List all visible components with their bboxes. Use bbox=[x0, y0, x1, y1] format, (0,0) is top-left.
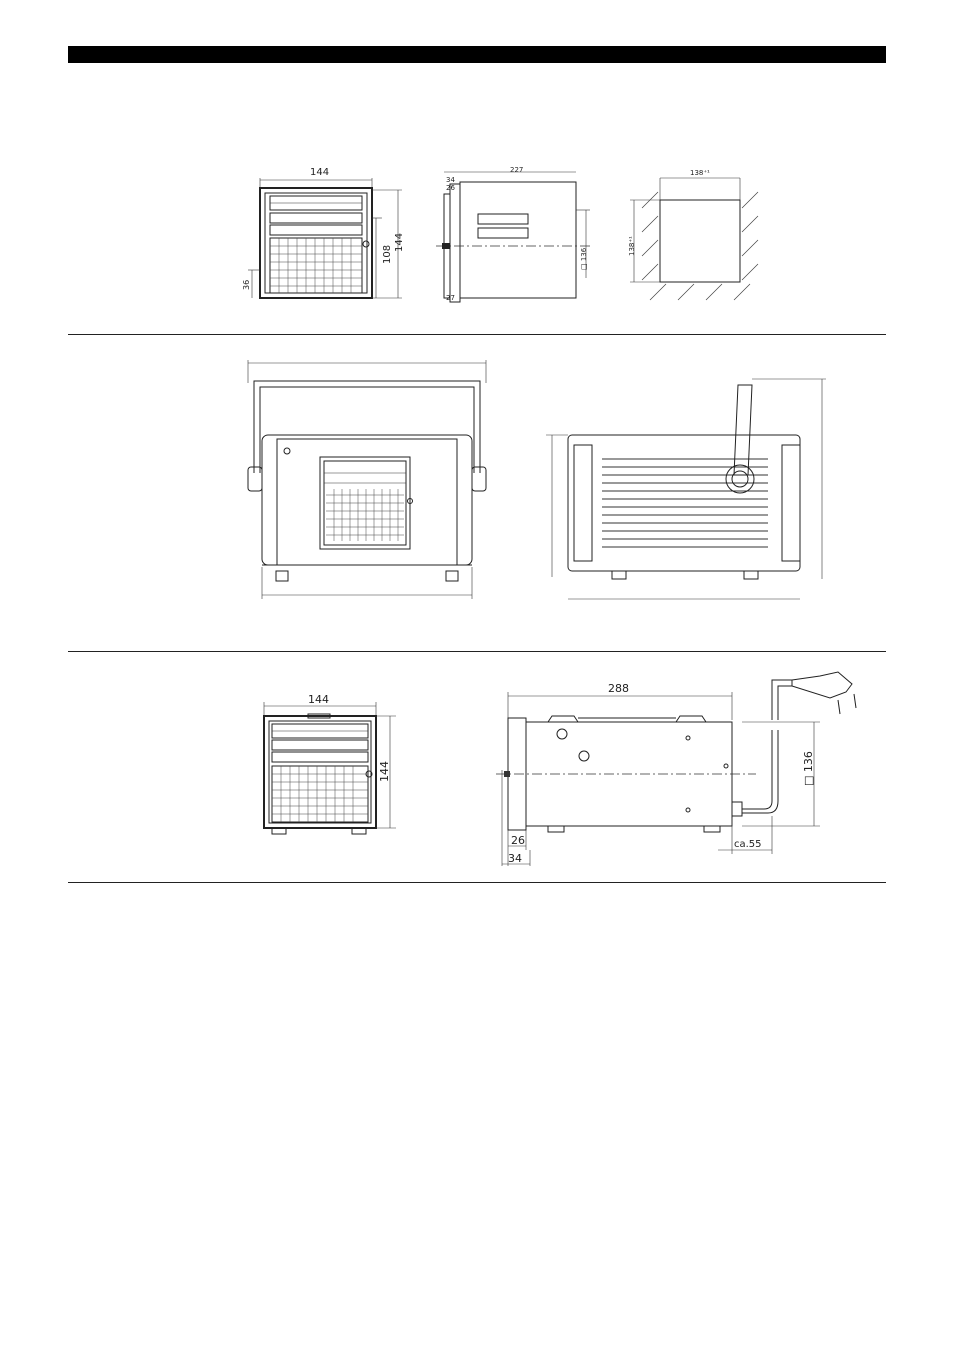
side-view: 227 34 26 □ 136 27 bbox=[436, 166, 590, 302]
cutout-height-label: 138⁺¹ bbox=[628, 236, 636, 256]
section-divider-2 bbox=[68, 651, 886, 652]
dim-34-label: 34 bbox=[508, 852, 522, 865]
front-view: 144 108 144 36 bbox=[242, 167, 405, 298]
desktop-side-view: 288 □ 136 26 34 ca. bbox=[496, 672, 856, 866]
header-bar bbox=[68, 46, 886, 63]
desktop-front-width-label: 144 bbox=[308, 693, 329, 706]
desktop-length-label: 288 bbox=[608, 682, 629, 695]
inner-height-label: 108 bbox=[382, 245, 393, 264]
panel-mount-drawings: 144 108 144 36 227 34 26 bbox=[230, 160, 790, 310]
case-front-view bbox=[248, 360, 486, 599]
case-side-view bbox=[546, 379, 826, 599]
panel-cutout: 138⁺¹ 138⁺¹ bbox=[628, 169, 758, 300]
front-width-label: 144 bbox=[310, 167, 329, 178]
side-136-label: □ 136 bbox=[580, 247, 588, 270]
desktop-mount-drawings: 144 144 288 bbox=[240, 670, 900, 870]
dim-26-label: 26 bbox=[511, 834, 525, 847]
cable-length-label: ca.55 bbox=[734, 839, 762, 850]
desktop-front-height-label: 144 bbox=[378, 761, 391, 782]
front-height-label: 144 bbox=[394, 233, 405, 252]
section-divider-3 bbox=[68, 882, 886, 883]
depth-total-label: 227 bbox=[510, 166, 523, 174]
section-divider-1 bbox=[68, 334, 886, 335]
bottom-offset-label: 36 bbox=[242, 280, 251, 290]
depth-34-label: 34 bbox=[446, 176, 455, 184]
desktop-front-view: 144 144 bbox=[264, 693, 396, 834]
depth-26-label: 26 bbox=[446, 184, 455, 192]
cutout-width-label: 138⁺¹ bbox=[690, 169, 710, 177]
depth-27-label: 27 bbox=[446, 294, 455, 302]
desktop-side-square-label: □ 136 bbox=[802, 751, 815, 786]
case-mount-drawings bbox=[240, 355, 840, 605]
